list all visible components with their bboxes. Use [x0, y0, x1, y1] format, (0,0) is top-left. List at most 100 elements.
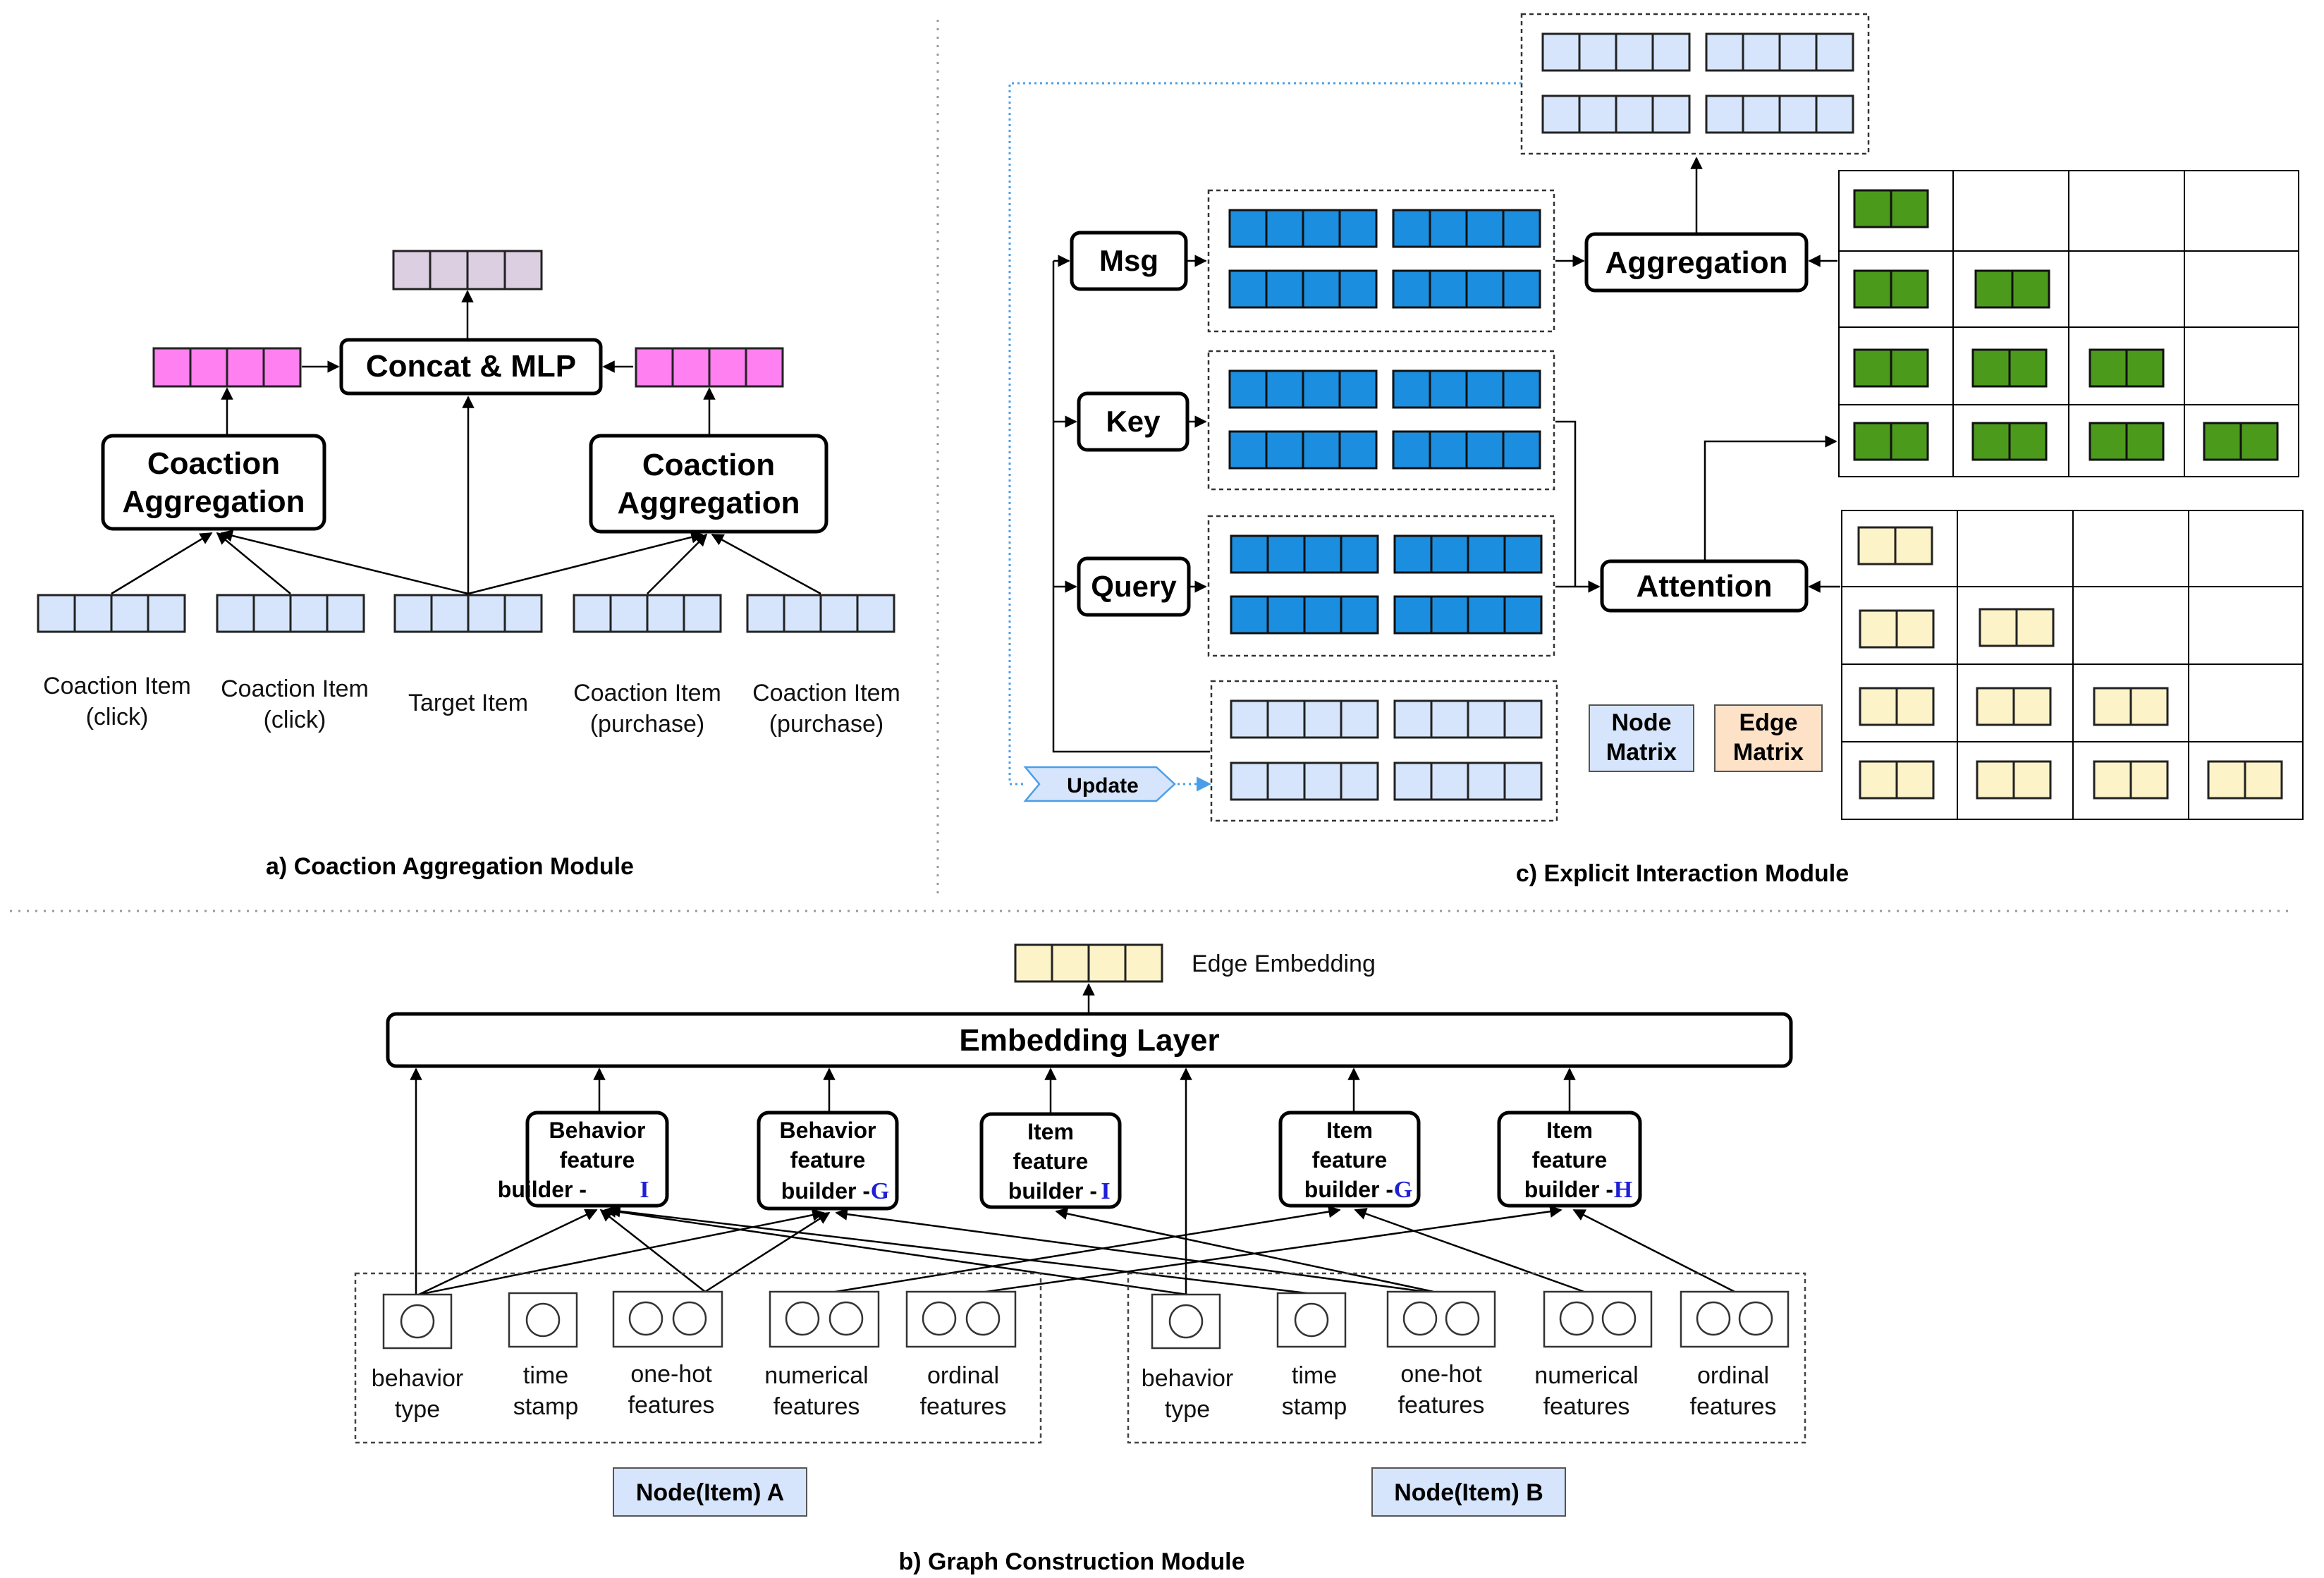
svg-text:stamp: stamp: [1282, 1393, 1347, 1420]
item-vectors: [37, 594, 895, 633]
output-vector: [392, 250, 543, 290]
updated-node-matrix: [1520, 13, 1870, 155]
legend-edge-matrix: Edge Matrix: [1714, 704, 1823, 772]
key-matrix: [1207, 350, 1555, 491]
svg-text:feature: feature: [790, 1147, 866, 1173]
svg-text:Coaction: Coaction: [642, 448, 775, 482]
attention-box: Attention: [1600, 559, 1809, 613]
svg-text:Behavior: Behavior: [549, 1118, 646, 1143]
svg-text:G: G: [871, 1178, 889, 1204]
svg-text:features: features: [628, 1392, 715, 1419]
query-box: Query: [1077, 556, 1191, 617]
svg-text:behavior: behavior: [372, 1365, 463, 1392]
svg-text:Matrix: Matrix: [1606, 739, 1677, 766]
builder-behavior-g: Behavior feature builder - G: [757, 1111, 899, 1211]
builder-item-h: Item feature builder - H: [1497, 1111, 1642, 1208]
pink-vector-left: [152, 347, 302, 388]
svg-text:ordinal: ordinal: [1697, 1362, 1769, 1389]
edge-embedding-vector: [1014, 943, 1163, 983]
svg-text:feature: feature: [560, 1147, 635, 1173]
svg-text:Embedding Layer: Embedding Layer: [959, 1023, 1219, 1058]
svg-text:H: H: [1614, 1177, 1632, 1203]
node-a-features: behavior type time stamp one-hot feature…: [354, 1272, 1042, 1444]
panel-a-caption: a) Coaction Aggregation Module: [266, 853, 634, 880]
svg-text:(purchase): (purchase): [590, 711, 705, 738]
node-matrix-input: [1210, 680, 1558, 822]
panel-c-caption: c) Explicit Interaction Module: [1516, 860, 1849, 887]
svg-text:Target Item: Target Item: [408, 690, 528, 716]
panel-a: Concat & MLP Coaction Aggregation Coacti…: [37, 250, 900, 880]
svg-text:Node(Item) B: Node(Item) B: [1394, 1479, 1543, 1506]
node-b-features: behavior type time stamp one-hot feature…: [1127, 1272, 1806, 1444]
builder-item-i: Item feature builder - I: [979, 1112, 1122, 1209]
concat-mlp-box: Concat & MLP: [339, 338, 603, 396]
svg-text:ordinal: ordinal: [927, 1362, 999, 1389]
panel-b-caption: b) Graph Construction Module: [898, 1548, 1244, 1575]
svg-text:builder -: builder -: [1524, 1177, 1613, 1202]
svg-text:Item: Item: [1027, 1119, 1074, 1144]
svg-text:I: I: [640, 1177, 649, 1203]
svg-text:Query: Query: [1091, 570, 1177, 603]
edge-embedding-label: Edge Embedding: [1192, 950, 1376, 977]
svg-text:Msg: Msg: [1099, 244, 1158, 277]
svg-text:Edge: Edge: [1739, 709, 1797, 736]
pink-vector-right: [635, 347, 784, 388]
aggregation-box: Aggregation: [1584, 232, 1809, 293]
svg-text:stamp: stamp: [513, 1393, 579, 1420]
svg-text:Item: Item: [1326, 1118, 1373, 1143]
svg-text:Matrix: Matrix: [1733, 739, 1804, 766]
svg-text:Aggregation: Aggregation: [617, 486, 800, 520]
svg-text:Item: Item: [1546, 1118, 1593, 1143]
embedding-layer-box: Embedding Layer: [386, 1012, 1793, 1068]
query-matrix: [1207, 515, 1555, 657]
svg-text:features: features: [1690, 1393, 1777, 1420]
svg-text:time: time: [523, 1362, 568, 1389]
update-label: Update: [1067, 774, 1139, 797]
item-labels: Coaction Item (click) Coaction Item (cli…: [43, 673, 900, 738]
panel-b: Edge Embedding Embedding Layer Behavior …: [354, 943, 1806, 1575]
svg-text:type: type: [1165, 1396, 1210, 1423]
key-box: Key: [1077, 391, 1189, 452]
svg-text:numerical: numerical: [1534, 1362, 1638, 1389]
svg-text:(purchase): (purchase): [769, 711, 884, 738]
svg-text:Coaction Item: Coaction Item: [752, 680, 900, 707]
svg-text:feature: feature: [1532, 1147, 1608, 1173]
update-loop-line: [1008, 82, 1522, 785]
svg-text:one-hot: one-hot: [1400, 1361, 1482, 1388]
builder-behavior-i: Behavior feature builder - I: [498, 1111, 669, 1208]
svg-text:G: G: [1394, 1177, 1412, 1203]
node-a-label: Node(Item) A: [613, 1467, 807, 1517]
svg-text:(click): (click): [264, 707, 326, 733]
svg-text:feature: feature: [1312, 1147, 1388, 1173]
svg-text:Coaction Item: Coaction Item: [573, 680, 721, 707]
concat-mlp-label: Concat & MLP: [366, 349, 576, 384]
builder-item-g: Item feature builder - G: [1278, 1111, 1421, 1208]
svg-text:features: features: [920, 1393, 1007, 1420]
svg-text:builder -: builder -: [1304, 1177, 1393, 1202]
svg-text:builder -: builder -: [1008, 1178, 1097, 1204]
svg-text:Aggregation: Aggregation: [1605, 245, 1787, 280]
node-b-label: Node(Item) B: [1371, 1467, 1566, 1517]
update-tag: Update: [1023, 766, 1176, 802]
coaction-aggregation-right: Coaction Aggregation: [589, 434, 828, 534]
svg-text:features: features: [1398, 1392, 1485, 1419]
svg-text:numerical: numerical: [764, 1362, 868, 1389]
svg-text:builder -: builder -: [498, 1177, 587, 1202]
svg-text:one-hot: one-hot: [630, 1361, 712, 1388]
legend-node-matrix: Node Matrix: [1589, 704, 1694, 772]
green-attention-grid: [1838, 170, 2299, 477]
svg-text:features: features: [773, 1393, 860, 1420]
svg-text:Coaction Item: Coaction Item: [43, 673, 191, 699]
svg-text:behavior: behavior: [1142, 1365, 1233, 1392]
svg-text:Coaction Item: Coaction Item: [221, 675, 369, 702]
svg-text:features: features: [1543, 1393, 1630, 1420]
svg-text:Behavior: Behavior: [780, 1118, 876, 1143]
svg-text:builder -: builder -: [781, 1178, 870, 1204]
svg-text:feature: feature: [1013, 1149, 1089, 1174]
panel-c: Update Msg Key Query: [1008, 13, 2304, 887]
svg-text:Node: Node: [1612, 709, 1672, 736]
svg-text:Key: Key: [1106, 405, 1161, 438]
svg-text:(click): (click): [86, 704, 149, 730]
msg-matrix: [1207, 189, 1555, 333]
